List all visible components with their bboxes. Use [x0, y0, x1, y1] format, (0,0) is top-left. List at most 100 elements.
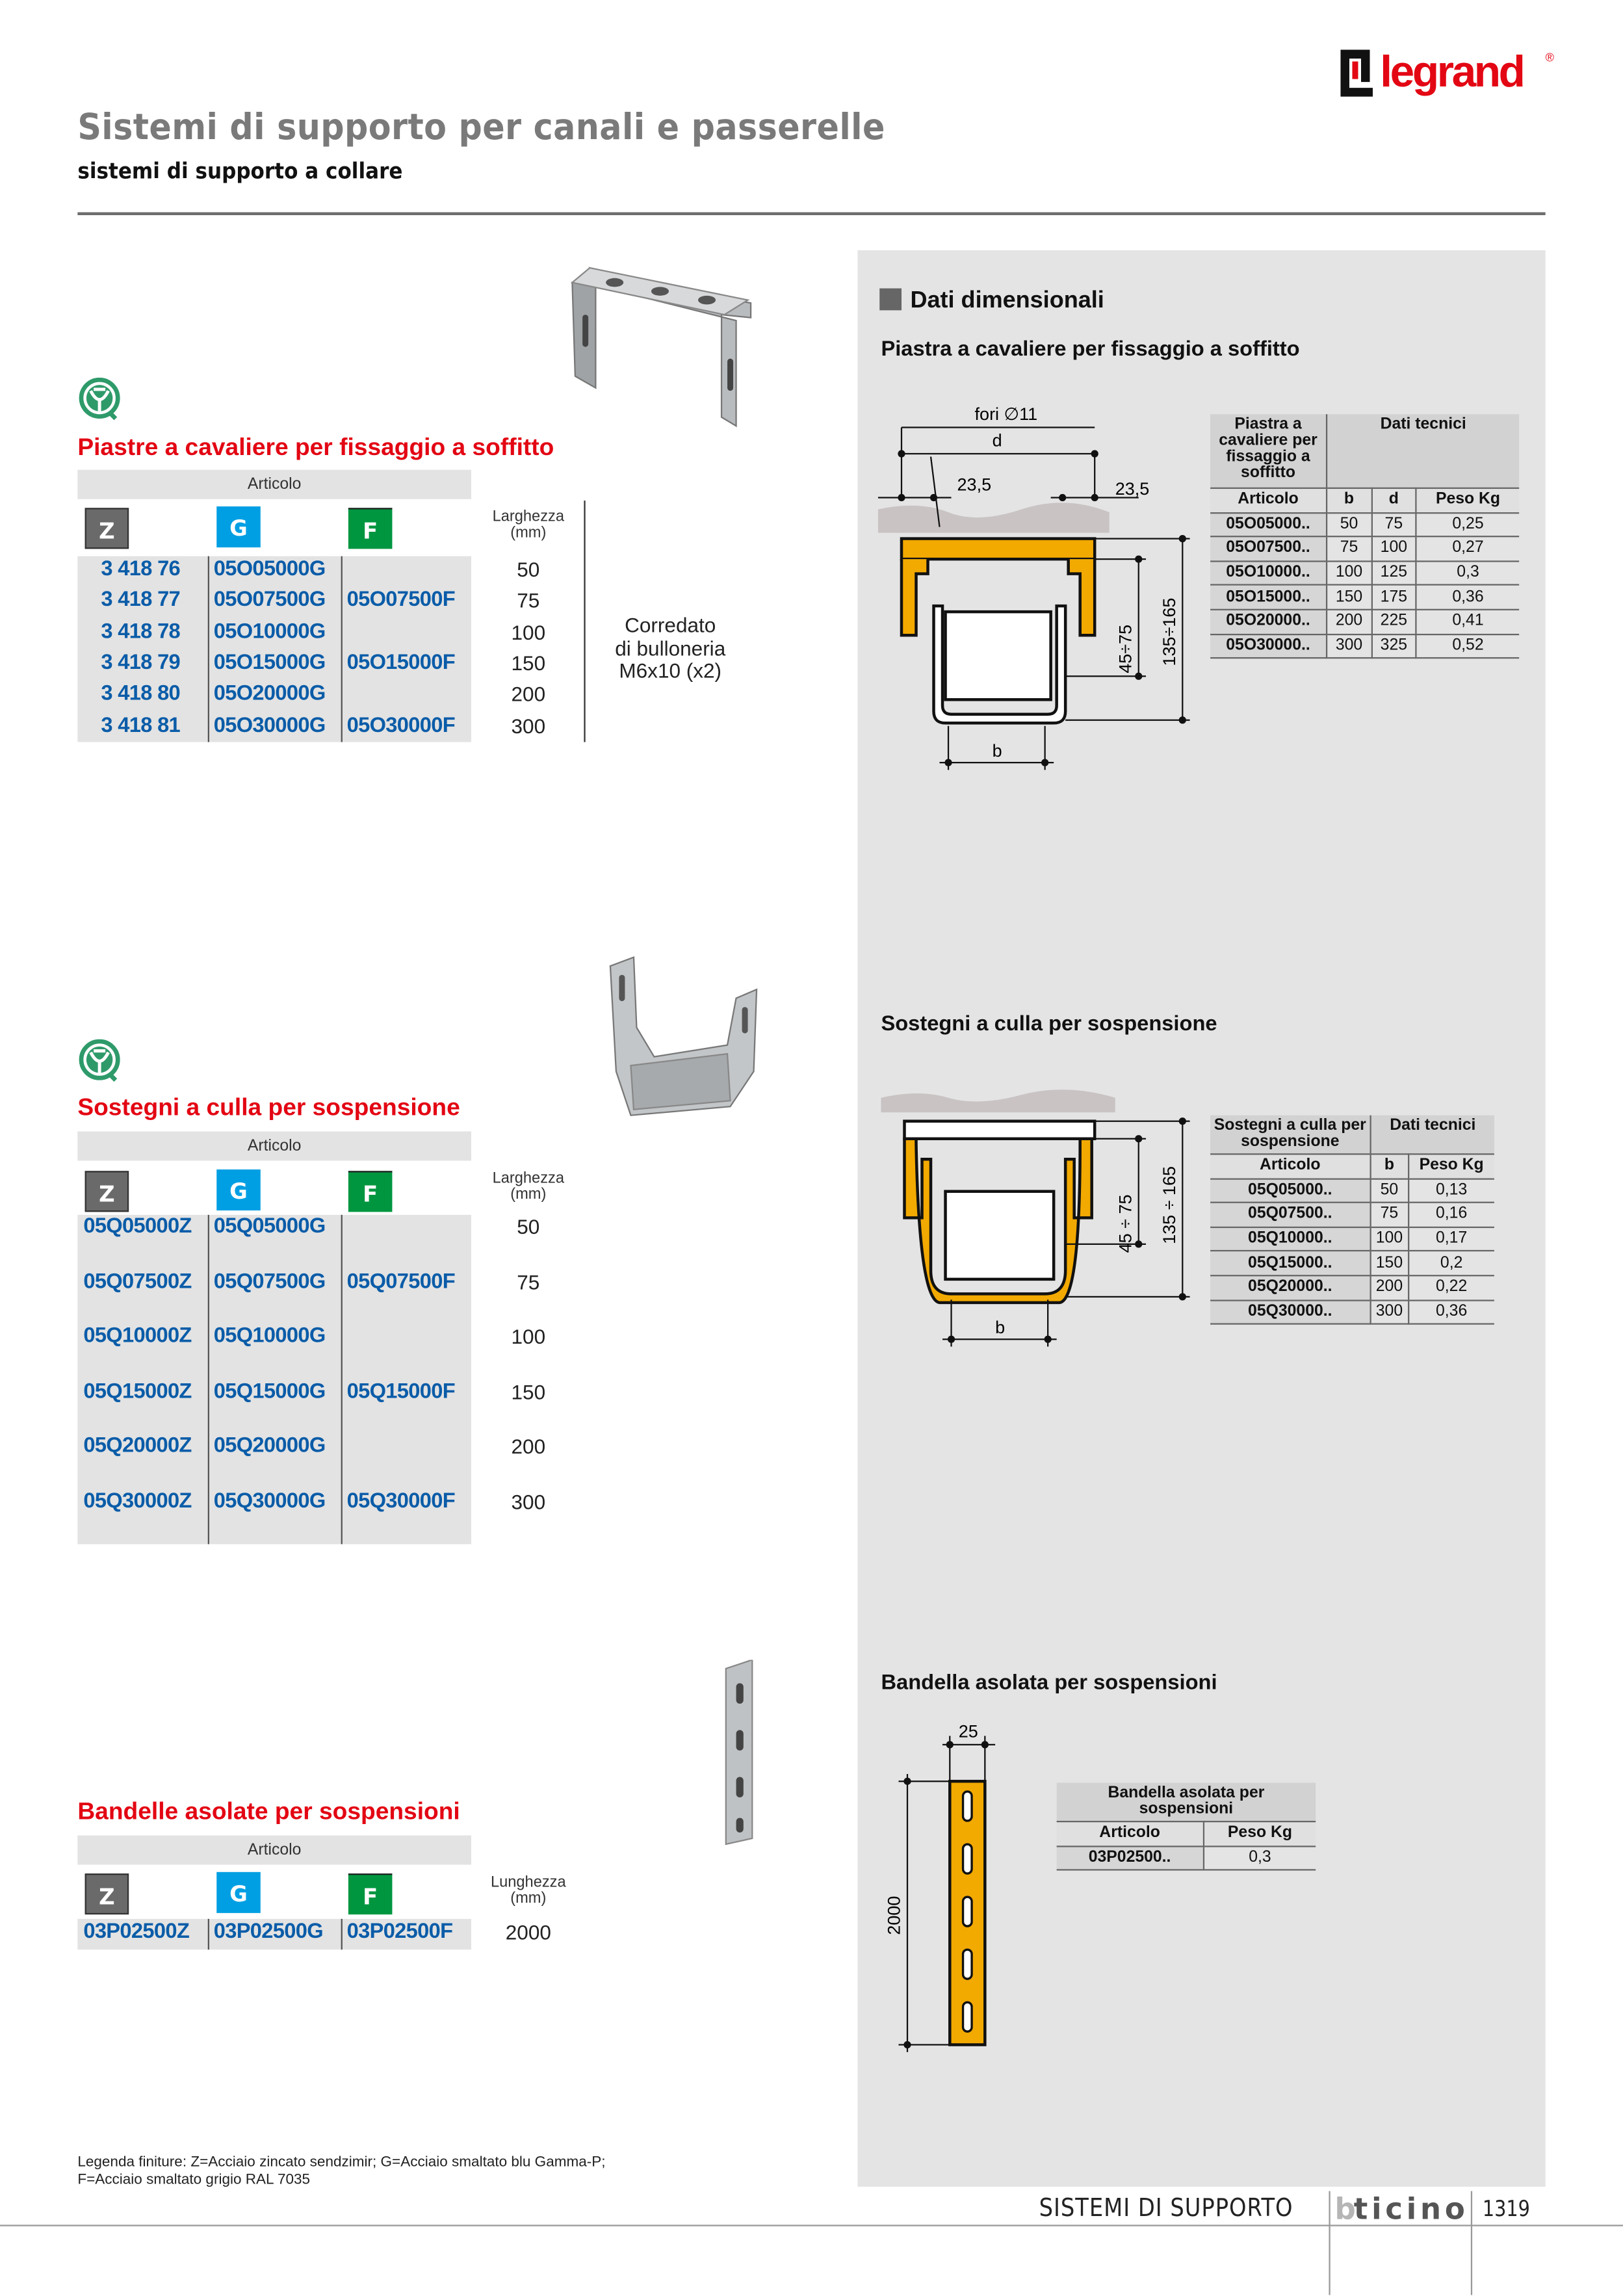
svg-text:®: ® — [1546, 51, 1554, 64]
article-code-g[interactable]: 05Q10000G — [213, 1325, 326, 1349]
article-code-z[interactable]: 05Q15000Z — [83, 1379, 192, 1403]
legrand-logo: legrand ® — [1336, 44, 1563, 106]
value-cell: 300 — [1370, 1299, 1409, 1325]
article-code-g[interactable]: 05O05000G — [213, 557, 326, 581]
page-number: 1319 — [1482, 2195, 1530, 2222]
article-code-f[interactable]: 05Q30000F — [346, 1490, 456, 1514]
value-cell: 0,36 — [1408, 1299, 1494, 1325]
table-title: Bandella asolata per sospensioni — [1056, 1782, 1316, 1823]
product-image-ceiling-plate — [564, 256, 757, 436]
article-code-g[interactable]: 05O15000G — [213, 651, 326, 675]
size-value: 75 — [517, 588, 540, 612]
footer-vline — [1470, 2191, 1473, 2295]
value-cell: 0,2 — [1408, 1251, 1494, 1277]
size-value: 150 — [511, 1379, 546, 1403]
article-code-z[interactable]: 05Q07500Z — [83, 1270, 192, 1294]
article-cell: 05Q30000.. — [1210, 1299, 1371, 1325]
size-value: 100 — [511, 1325, 546, 1349]
article-code-f[interactable]: 05Q15000F — [346, 1379, 456, 1403]
article-code-g[interactable]: 05Q07500G — [213, 1270, 326, 1294]
legend-line: F=Acciaio smaltato grigio RAL 7035 — [77, 2171, 311, 2188]
article-code-g[interactable]: 05O10000G — [213, 620, 326, 644]
article-code-g[interactable]: 05O20000G — [213, 682, 326, 706]
size-value: 300 — [511, 1490, 546, 1514]
value-cell: 0,25 — [1416, 512, 1520, 538]
article-code-z[interactable]: 05Q20000Z — [83, 1435, 192, 1459]
article-code-z[interactable]: 03P02500Z — [83, 1920, 190, 1944]
article-code-g[interactable]: 05O07500G — [213, 588, 326, 612]
table-title: Sostegni a culla per sospensione — [1210, 1115, 1371, 1155]
value-cell: 0,41 — [1416, 609, 1520, 635]
article-code-z[interactable]: 3 418 79 — [101, 651, 181, 675]
footer-vline — [1329, 2191, 1331, 2295]
diagram-cradle-support: 45 ÷ 75 135 ÷ 165 b — [875, 1080, 1200, 1366]
article-code-z[interactable]: 3 418 80 — [101, 682, 181, 706]
article-code-f[interactable]: 05O07500F — [346, 588, 456, 612]
article-code-g[interactable]: 05Q15000G — [213, 1379, 326, 1403]
value-cell: 75 — [1371, 512, 1417, 538]
size-value: 75 — [517, 1270, 540, 1294]
value-cell: 50 — [1327, 512, 1373, 538]
legend-line: Legenda finiture: Z=Acciaio zincato send… — [77, 2154, 606, 2171]
article-code-f[interactable]: 05Q07500F — [346, 1270, 456, 1294]
article-code-g[interactable]: 05Q30000G — [213, 1490, 326, 1514]
finish-badge-z: Z — [84, 508, 129, 549]
dimension-table-cradle-support: Sostegni a culla per sospensione Dati te… — [1210, 1115, 1494, 1325]
article-cell: 05Q07500.. — [1210, 1203, 1371, 1228]
value-cell: 125 — [1371, 560, 1417, 586]
article-code-z[interactable]: 3 418 77 — [101, 588, 181, 612]
article-code-f[interactable]: 05O30000F — [346, 713, 456, 737]
column-header: b — [1327, 488, 1373, 514]
value-cell: 150 — [1370, 1251, 1409, 1277]
article-cell: 05O07500.. — [1210, 536, 1328, 562]
article-code-g[interactable]: 03P02500G — [213, 1920, 324, 1944]
column-separator — [207, 1214, 209, 1545]
size-unit: (mm) — [510, 1889, 547, 1907]
dim-h1: 45 ÷ 75 — [1115, 1194, 1135, 1253]
article-code-z[interactable]: 3 418 78 — [101, 620, 181, 644]
size-label: Larghezza — [492, 508, 565, 526]
finish-badge-g: G — [216, 1169, 261, 1211]
article-code-f[interactable]: 03P02500F — [346, 1920, 453, 1944]
column-header: Peso Kg — [1203, 1821, 1316, 1847]
value-cell: 0,13 — [1408, 1178, 1494, 1204]
article-code-z[interactable]: 05Q10000Z — [83, 1325, 192, 1349]
column-header: b — [1370, 1154, 1409, 1179]
finish-badge-z: Z — [84, 1171, 129, 1212]
article-code-g[interactable]: 05Q20000G — [213, 1435, 326, 1459]
dim-right: 23,5 — [1115, 479, 1150, 499]
value-cell: 150 — [1327, 585, 1373, 610]
article-code-g[interactable]: 05Q05000G — [213, 1214, 326, 1238]
finish-legend: Legenda finiture: Z=Acciaio zincato send… — [77, 2154, 605, 2188]
article-code-z[interactable]: 3 418 76 — [101, 557, 181, 581]
article-code-z[interactable]: 3 418 81 — [101, 713, 181, 737]
dim-b: b — [993, 741, 1002, 761]
note-line: di bulloneria — [615, 636, 726, 660]
eco-leaf-icon — [77, 1039, 122, 1084]
article-code-g[interactable]: 05O30000G — [213, 713, 326, 737]
column-header: Articolo — [1210, 488, 1328, 514]
dim-width: 25 — [959, 1722, 978, 1742]
article-code-f[interactable]: 05O15000F — [346, 651, 456, 675]
size-value: 2000 — [505, 1920, 551, 1944]
value-cell: 100 — [1327, 560, 1373, 586]
column-header: d — [1371, 488, 1417, 514]
column-separator — [341, 556, 343, 742]
article-code-z[interactable]: 05Q05000Z — [83, 1214, 192, 1238]
section-title: Piastre a cavaliere per fissaggio a soff… — [77, 434, 554, 462]
svg-text:b: b — [1334, 2194, 1355, 2223]
bolt-kit-note: Corredato di bulloneria M6x10 (x2) — [586, 614, 755, 683]
finish-badge-f: F — [348, 1873, 393, 1915]
size-column-label: Larghezza(mm) — [484, 508, 572, 542]
size-value: 200 — [511, 682, 546, 706]
article-cell: 05O15000.. — [1210, 585, 1328, 610]
dim-holes: fori ∅11 — [975, 404, 1038, 424]
article-code-z[interactable]: 05Q30000Z — [83, 1490, 192, 1514]
